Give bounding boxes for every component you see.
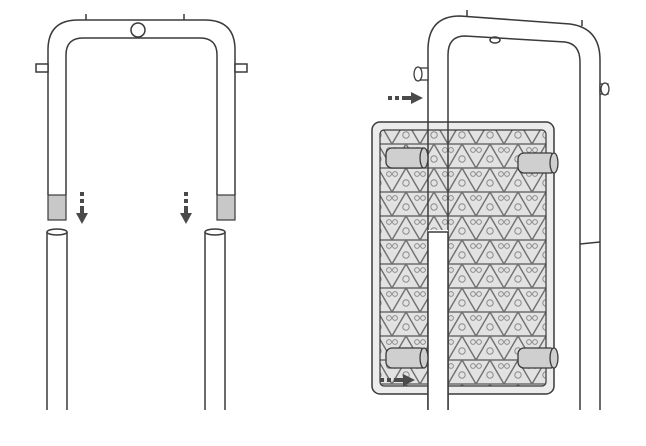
pole-left xyxy=(46,228,68,410)
cap-right xyxy=(216,194,236,221)
panel xyxy=(371,121,555,395)
arrow-down-right xyxy=(180,192,192,224)
frame-knob-left xyxy=(413,66,429,82)
clips xyxy=(385,147,559,369)
step-2-frame xyxy=(427,10,601,410)
cap-left xyxy=(47,194,67,221)
arrow-down-left xyxy=(76,192,88,224)
frame-knob-right xyxy=(599,82,610,96)
step-1-top-frame xyxy=(35,14,248,195)
arrow-right-bottom xyxy=(380,374,415,386)
arrow-right-top xyxy=(388,92,423,104)
pole-right xyxy=(204,228,226,410)
